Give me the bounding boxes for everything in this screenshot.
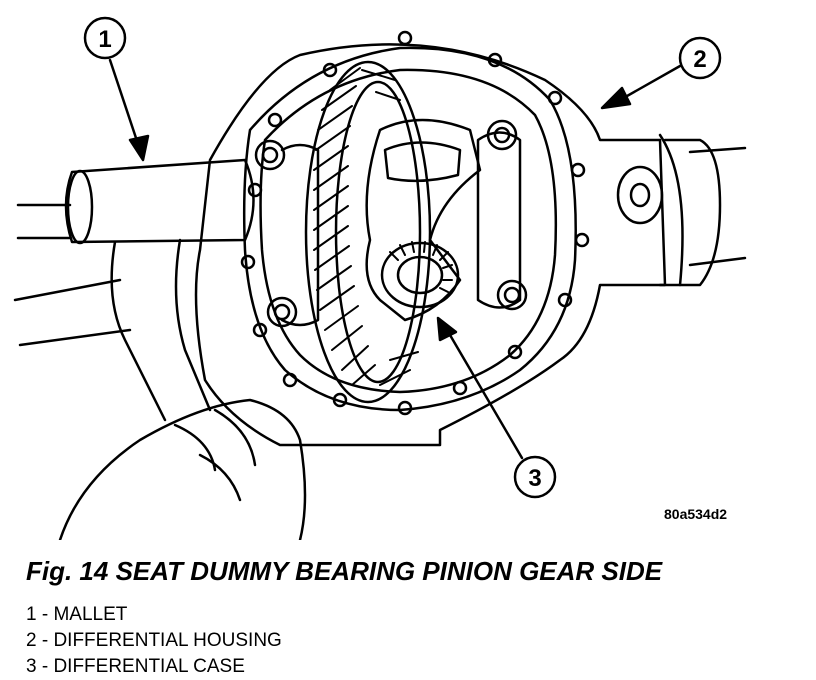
callout-1: [83, 16, 150, 162]
side-gear: [380, 241, 460, 309]
right-axle-tube: [688, 146, 747, 267]
differential-illustration: 1 2 3: [13, 16, 747, 540]
hand: [58, 398, 307, 540]
figure-title: Fig. 14 SEAT DUMMY BEARING PINION GEAR S…: [26, 556, 663, 586]
legend-item: 3 - DIFFERENTIAL CASE: [26, 656, 245, 677]
figure-code: 80a534d2: [664, 506, 728, 522]
legend: 1 - MALLET 2 - DIFFERENTIAL HOUSING 3 - …: [26, 602, 282, 680]
callout-2-number: 2: [693, 46, 706, 73]
callout-3-number: 3: [528, 465, 541, 492]
legend-item: 1 - MALLET: [26, 604, 128, 625]
housing-flange: [242, 46, 577, 412]
ring-gear: [304, 60, 432, 404]
callout-2: [600, 36, 722, 110]
mallet-handle: [110, 238, 212, 422]
left-axle-tube: [16, 203, 72, 240]
callout-1-number: 1: [98, 26, 111, 53]
legend-item: 2 - DIFFERENTIAL HOUSING: [26, 630, 282, 651]
housing-outer: [194, 43, 667, 447]
bearing-cap-bolts: [254, 119, 528, 328]
mallet-head: [64, 158, 255, 244]
callout-3: [436, 316, 557, 499]
